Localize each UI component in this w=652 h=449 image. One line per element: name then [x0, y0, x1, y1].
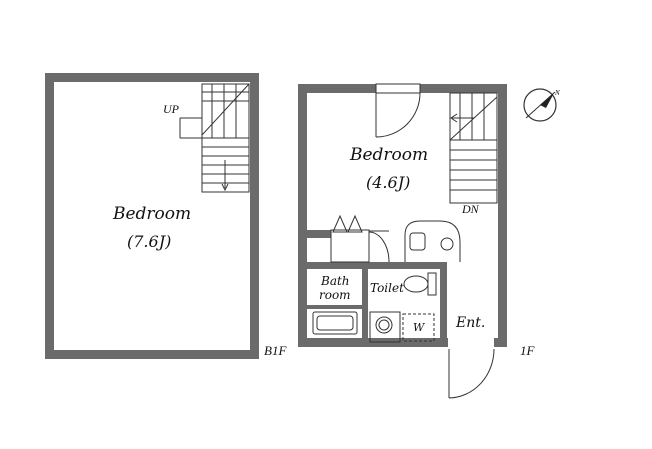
f1-toilet [403, 272, 437, 296]
f1-entrance-door [448, 348, 495, 399]
f1-room-name: Bedroom [349, 145, 428, 165]
f1-bath-label-2: room [319, 288, 351, 302]
compass-icon [523, 88, 557, 122]
f1-closet [330, 214, 370, 263]
f1-room-size: (4.6J) [366, 173, 410, 192]
f1-stair-label: DN [461, 202, 480, 216]
f1-washbasin [369, 311, 401, 343]
f1-toilet-label: Toilet [370, 281, 404, 295]
f1-bathroom [312, 311, 358, 335]
f1-staircase [449, 92, 498, 204]
f1-kitchen-sink [404, 220, 461, 262]
f1-floor: DN Bedroom (4.6J) Bath room Toilet [298, 82, 536, 399]
b1f-room-size: (7.6J) [127, 232, 171, 251]
f1-room-door [375, 92, 421, 138]
f1-bath-label-1: Bath [320, 274, 350, 288]
b1f-stair-label: UP [163, 102, 180, 116]
b1f-floor: UP Bedroom (7.6J) B1F [45, 73, 287, 359]
f1-washer-space [402, 313, 435, 342]
b1f-room-name: Bedroom [112, 204, 191, 224]
f1-level-label: 1F [520, 343, 536, 358]
f1-entrance-label: Ent. [455, 315, 485, 331]
f1-washer-label: W [413, 321, 426, 334]
b1f-level-label: B1F [264, 343, 287, 358]
b1f-staircase [179, 83, 250, 193]
compass-north-label: N [554, 89, 560, 97]
